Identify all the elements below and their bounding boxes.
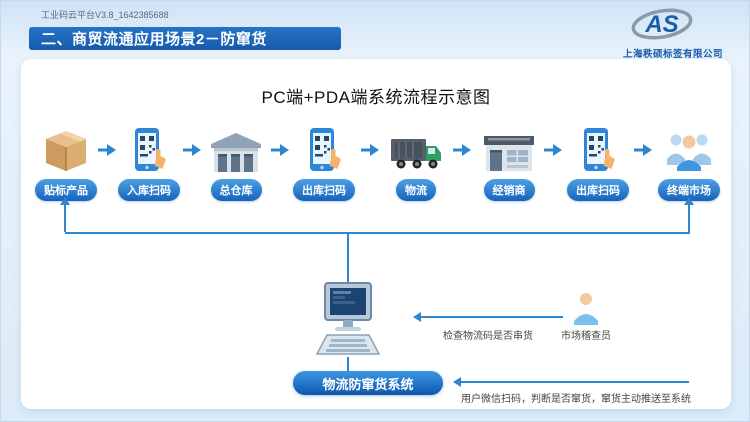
check-note: 检查物流码是否串货 xyxy=(443,331,533,342)
flow-arrow-icon xyxy=(98,144,116,156)
system-pill: 物流防窜货系统 xyxy=(293,371,443,395)
section-title: 二、商贸流通应用场景2－防窜货 xyxy=(41,31,267,48)
truck-icon xyxy=(378,125,454,173)
qr-scan-phone-icon xyxy=(111,125,187,173)
connector-left-line xyxy=(64,205,66,232)
node-label: 物流 xyxy=(396,179,436,201)
flow-arrow-icon xyxy=(183,144,201,156)
arrowhead-up-left xyxy=(60,197,70,205)
store-icon xyxy=(471,125,547,173)
flow-arrow-icon xyxy=(544,144,562,156)
computer-icon xyxy=(313,281,383,364)
logo-text: AS xyxy=(644,11,678,38)
flow-arrow-icon xyxy=(634,144,652,156)
diagram-card: PC端+PDA端系统流程示意图 贴标产品 xyxy=(21,59,731,409)
node-outbound-scan-2: 出库扫码 xyxy=(560,125,636,201)
flow-arrow-icon xyxy=(271,144,289,156)
inspector-label: 市场稽查员 xyxy=(561,331,611,342)
bottom-note: 用户微信扫码，判断是否窜货，窜货主动推送至系统 xyxy=(461,394,691,405)
node-outbound-scan-1: 出库扫码 xyxy=(286,125,362,201)
connector-right-line xyxy=(688,205,690,232)
node-label: 出库扫码 xyxy=(567,179,629,201)
inspector-person-icon xyxy=(572,291,600,330)
flow-arrow-icon xyxy=(453,144,471,156)
node-label: 终端市场 xyxy=(658,179,720,201)
box-icon xyxy=(28,125,104,173)
bottom-arrow-line xyxy=(461,381,689,383)
inspector-arrow-line xyxy=(421,316,563,318)
people-icon xyxy=(651,125,727,173)
node-distributor: 经销商 xyxy=(471,125,547,201)
node-inbound-scan: 入库扫码 xyxy=(111,125,187,201)
qr-scan-phone-icon xyxy=(560,125,636,173)
node-label: 经销商 xyxy=(483,179,535,201)
arrowhead-up-right xyxy=(684,197,694,205)
platform-version-text: 工业码云平台V3.8_1642385688 xyxy=(41,10,169,20)
connector-center-drop-line xyxy=(347,234,349,283)
arrowhead-left-system xyxy=(453,377,461,387)
node-label: 贴标产品 xyxy=(35,179,97,201)
node-label: 入库扫码 xyxy=(118,179,180,201)
node-logistics: 物流 xyxy=(378,125,454,201)
connector-horizontal-line xyxy=(65,232,690,234)
computer-to-system-line xyxy=(347,357,349,371)
company-name: 上海秩硕标签有限公司 xyxy=(622,49,723,60)
diagram-title: PC端+PDA端系统流程示意图 xyxy=(261,88,491,107)
company-logo: AS xyxy=(629,3,695,50)
qr-scan-phone-icon xyxy=(286,125,362,173)
node-central-warehouse: 总仓库 xyxy=(198,125,274,201)
arrowhead-left-inspector xyxy=(413,312,421,322)
node-terminal-market: 终端市场 xyxy=(651,125,727,201)
section-title-bar: 二、商贸流通应用场景2－防窜货 xyxy=(29,27,341,50)
node-label: 总仓库 xyxy=(210,179,262,201)
flow-arrow-icon xyxy=(361,144,379,156)
warehouse-icon xyxy=(198,125,274,173)
node-labeled-product: 贴标产品 xyxy=(28,125,104,201)
node-label: 出库扫码 xyxy=(293,179,355,201)
